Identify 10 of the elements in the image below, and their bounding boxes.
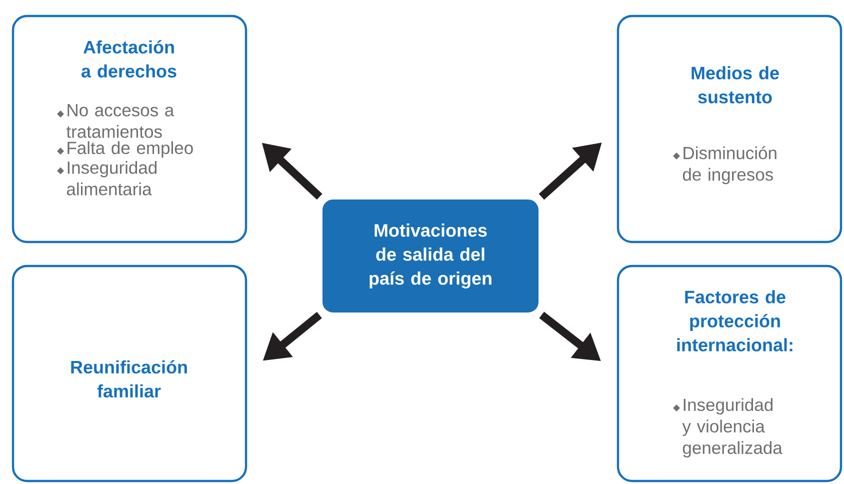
heading: Medios de sustento (692, 66, 779, 104)
heading: Factores de protección internacional: (677, 290, 792, 352)
bullet-item: No accesos a tratamientos (57, 104, 174, 138)
heading: Reunificación familiar (71, 360, 187, 398)
center-box: Motivaciones de salida del país de origen (322, 200, 538, 312)
bullet-item: Disminución de ingresos (673, 146, 776, 184)
heading: Afectación a derechos (82, 40, 176, 78)
bullet-item: Falta de empleo (57, 141, 193, 158)
bullet-item: Inseguridad y violencia generalizada (673, 398, 782, 458)
bullet-item: Inseguridad alimentaria (57, 161, 157, 196)
